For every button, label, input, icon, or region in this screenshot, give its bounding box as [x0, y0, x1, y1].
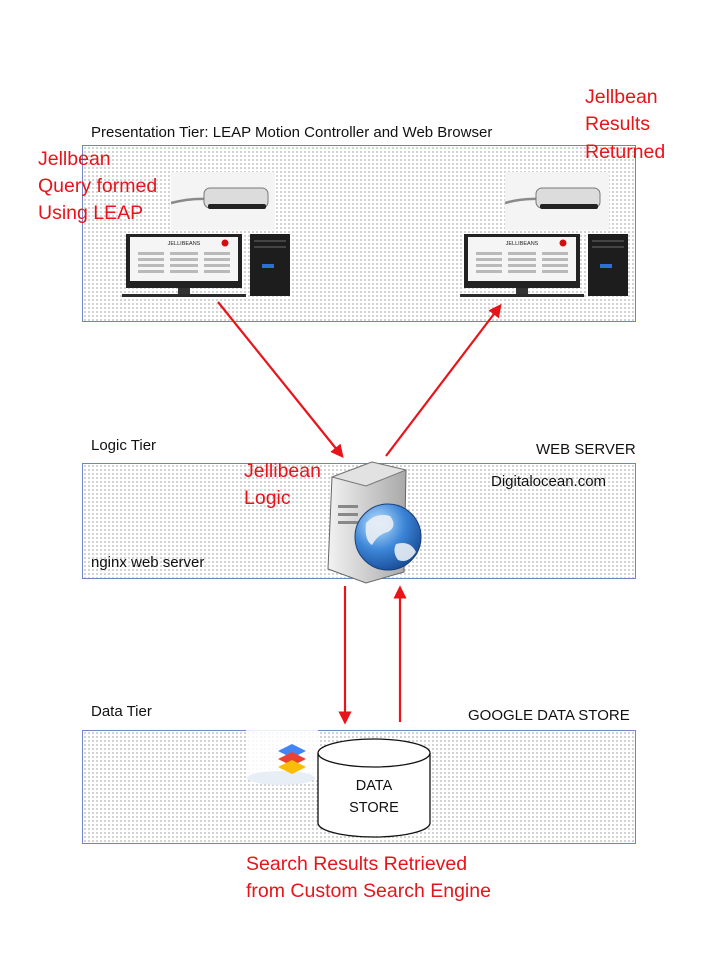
globe-icon [354, 503, 422, 571]
leap-controller-image-left [170, 172, 275, 230]
google-data-store-label: GOOGLE DATA STORE [468, 707, 630, 724]
presentation-tier-title: Presentation Tier: LEAP Motion Controlle… [91, 124, 493, 141]
web-server-icon [327, 461, 422, 584]
computer-monitor-left: JELLIBEANS [122, 234, 246, 297]
google-cloud-logo [246, 730, 318, 785]
query-note-line1: Jellbean [38, 148, 111, 170]
computer-monitor-right: JELLIBEANS [460, 234, 584, 297]
query-arrow [217, 301, 344, 459]
query-note-line3: Using LEAP [38, 202, 144, 224]
logic-note-line2: Logic [244, 487, 291, 509]
results-arrow [385, 303, 502, 457]
results-note-line1: Jellbean [585, 86, 658, 108]
screen-title-right: JELLIBEANS [506, 241, 539, 247]
server-label: nginx web server [91, 554, 205, 571]
data-store-cylinder [317, 738, 431, 838]
logic-note-line1: Jellibean [244, 460, 321, 482]
search-note-line1: Search Results Retrieved [246, 853, 468, 875]
query-note-line2: Query formed [38, 175, 158, 197]
computer-tower-right [588, 234, 628, 296]
screen-title-left: JELLIBEANS [168, 241, 201, 247]
logic-tier-title: Logic Tier [91, 437, 157, 454]
web-server-label: WEB SERVER [536, 441, 636, 458]
data-tier-title: Data Tier [91, 703, 152, 720]
data-store-label-line2: STORE [349, 800, 399, 816]
data-store-label-line1: DATA [355, 778, 393, 794]
search-note-line2: from Custom Search Engine [246, 880, 491, 902]
computer-tower-left [250, 234, 290, 296]
results-note-line2: Results [585, 113, 651, 135]
leap-controller-image-right [504, 172, 609, 230]
host-label: Digitalocean.com [491, 473, 607, 490]
results-note-line3: Returned [585, 141, 666, 163]
